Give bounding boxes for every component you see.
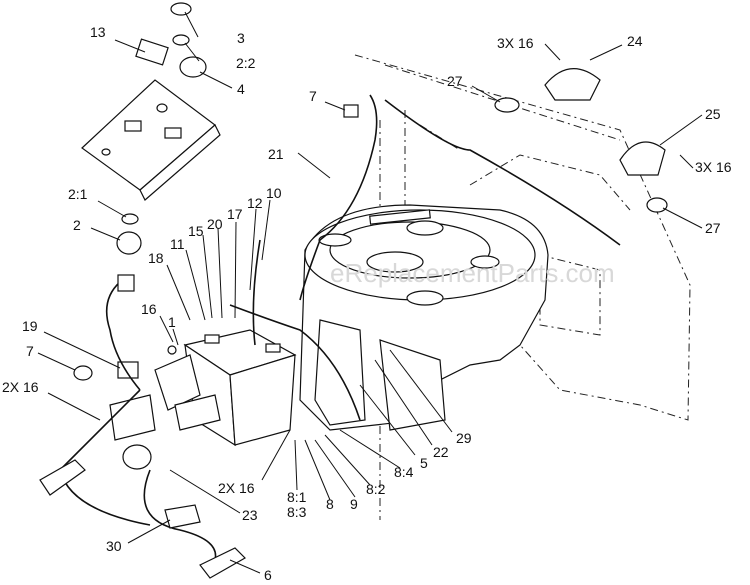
callout-17: 17 bbox=[227, 206, 243, 222]
dash-panel bbox=[81, 2, 221, 255]
callout-8-2: 8:2 bbox=[366, 481, 386, 497]
callout-11: 11 bbox=[170, 236, 185, 252]
callout-3x16-top: 3X 16 bbox=[497, 35, 534, 51]
callout-7-top: 7 bbox=[309, 88, 317, 104]
callout-21: 21 bbox=[268, 146, 284, 162]
engine bbox=[299, 204, 549, 431]
callout-16: 16 bbox=[141, 301, 157, 317]
leader-lines bbox=[37, 11, 703, 574]
callout-3: 3 bbox=[237, 30, 245, 46]
callout-23: 23 bbox=[242, 507, 258, 523]
callout-10: 10 bbox=[266, 185, 282, 201]
callout-1: 1 bbox=[168, 314, 176, 330]
callout-9: 9 bbox=[350, 496, 358, 512]
callout-12: 12 bbox=[247, 195, 263, 211]
callout-8-1: 8:1 bbox=[287, 489, 307, 505]
callout-25: 25 bbox=[705, 106, 721, 122]
callout-5: 5 bbox=[420, 455, 428, 471]
battery bbox=[183, 329, 297, 447]
callout-4: 4 bbox=[237, 81, 245, 97]
callout-29: 29 bbox=[456, 430, 472, 446]
callout-2-1: 2:1 bbox=[68, 186, 88, 202]
callout-8-4: 8:4 bbox=[394, 464, 414, 480]
harness-connectors bbox=[39, 274, 246, 579]
callout-22: 22 bbox=[433, 444, 449, 460]
callout-8: 8 bbox=[326, 496, 334, 512]
callout-30: 30 bbox=[106, 538, 122, 554]
callout-7-left: 7 bbox=[26, 343, 34, 359]
callout-13: 13 bbox=[90, 24, 106, 40]
callout-labels: 3 2:2 13 4 2:1 2 7 21 27 3X 16 24 25 3X … bbox=[2, 24, 732, 583]
callout-8-3: 8:3 bbox=[287, 504, 307, 520]
callout-20: 20 bbox=[207, 216, 223, 232]
callout-18: 18 bbox=[148, 250, 164, 266]
headlights bbox=[343, 68, 668, 213]
callout-27-right: 27 bbox=[705, 220, 721, 236]
solenoid-bracket bbox=[73, 345, 221, 470]
callout-6: 6 bbox=[264, 567, 272, 583]
callout-2-2: 2:2 bbox=[236, 55, 256, 71]
callout-2: 2 bbox=[73, 217, 81, 233]
callout-2x16-left: 2X 16 bbox=[2, 379, 39, 395]
watermark: eReplacementParts.com bbox=[330, 258, 615, 288]
callout-24: 24 bbox=[627, 33, 643, 49]
callout-27-top: 27 bbox=[447, 73, 463, 89]
callout-15: 15 bbox=[188, 223, 204, 239]
callout-2x16-bottom: 2X 16 bbox=[218, 480, 255, 496]
callout-19: 19 bbox=[22, 318, 38, 334]
callout-3x16-right: 3X 16 bbox=[695, 159, 732, 175]
